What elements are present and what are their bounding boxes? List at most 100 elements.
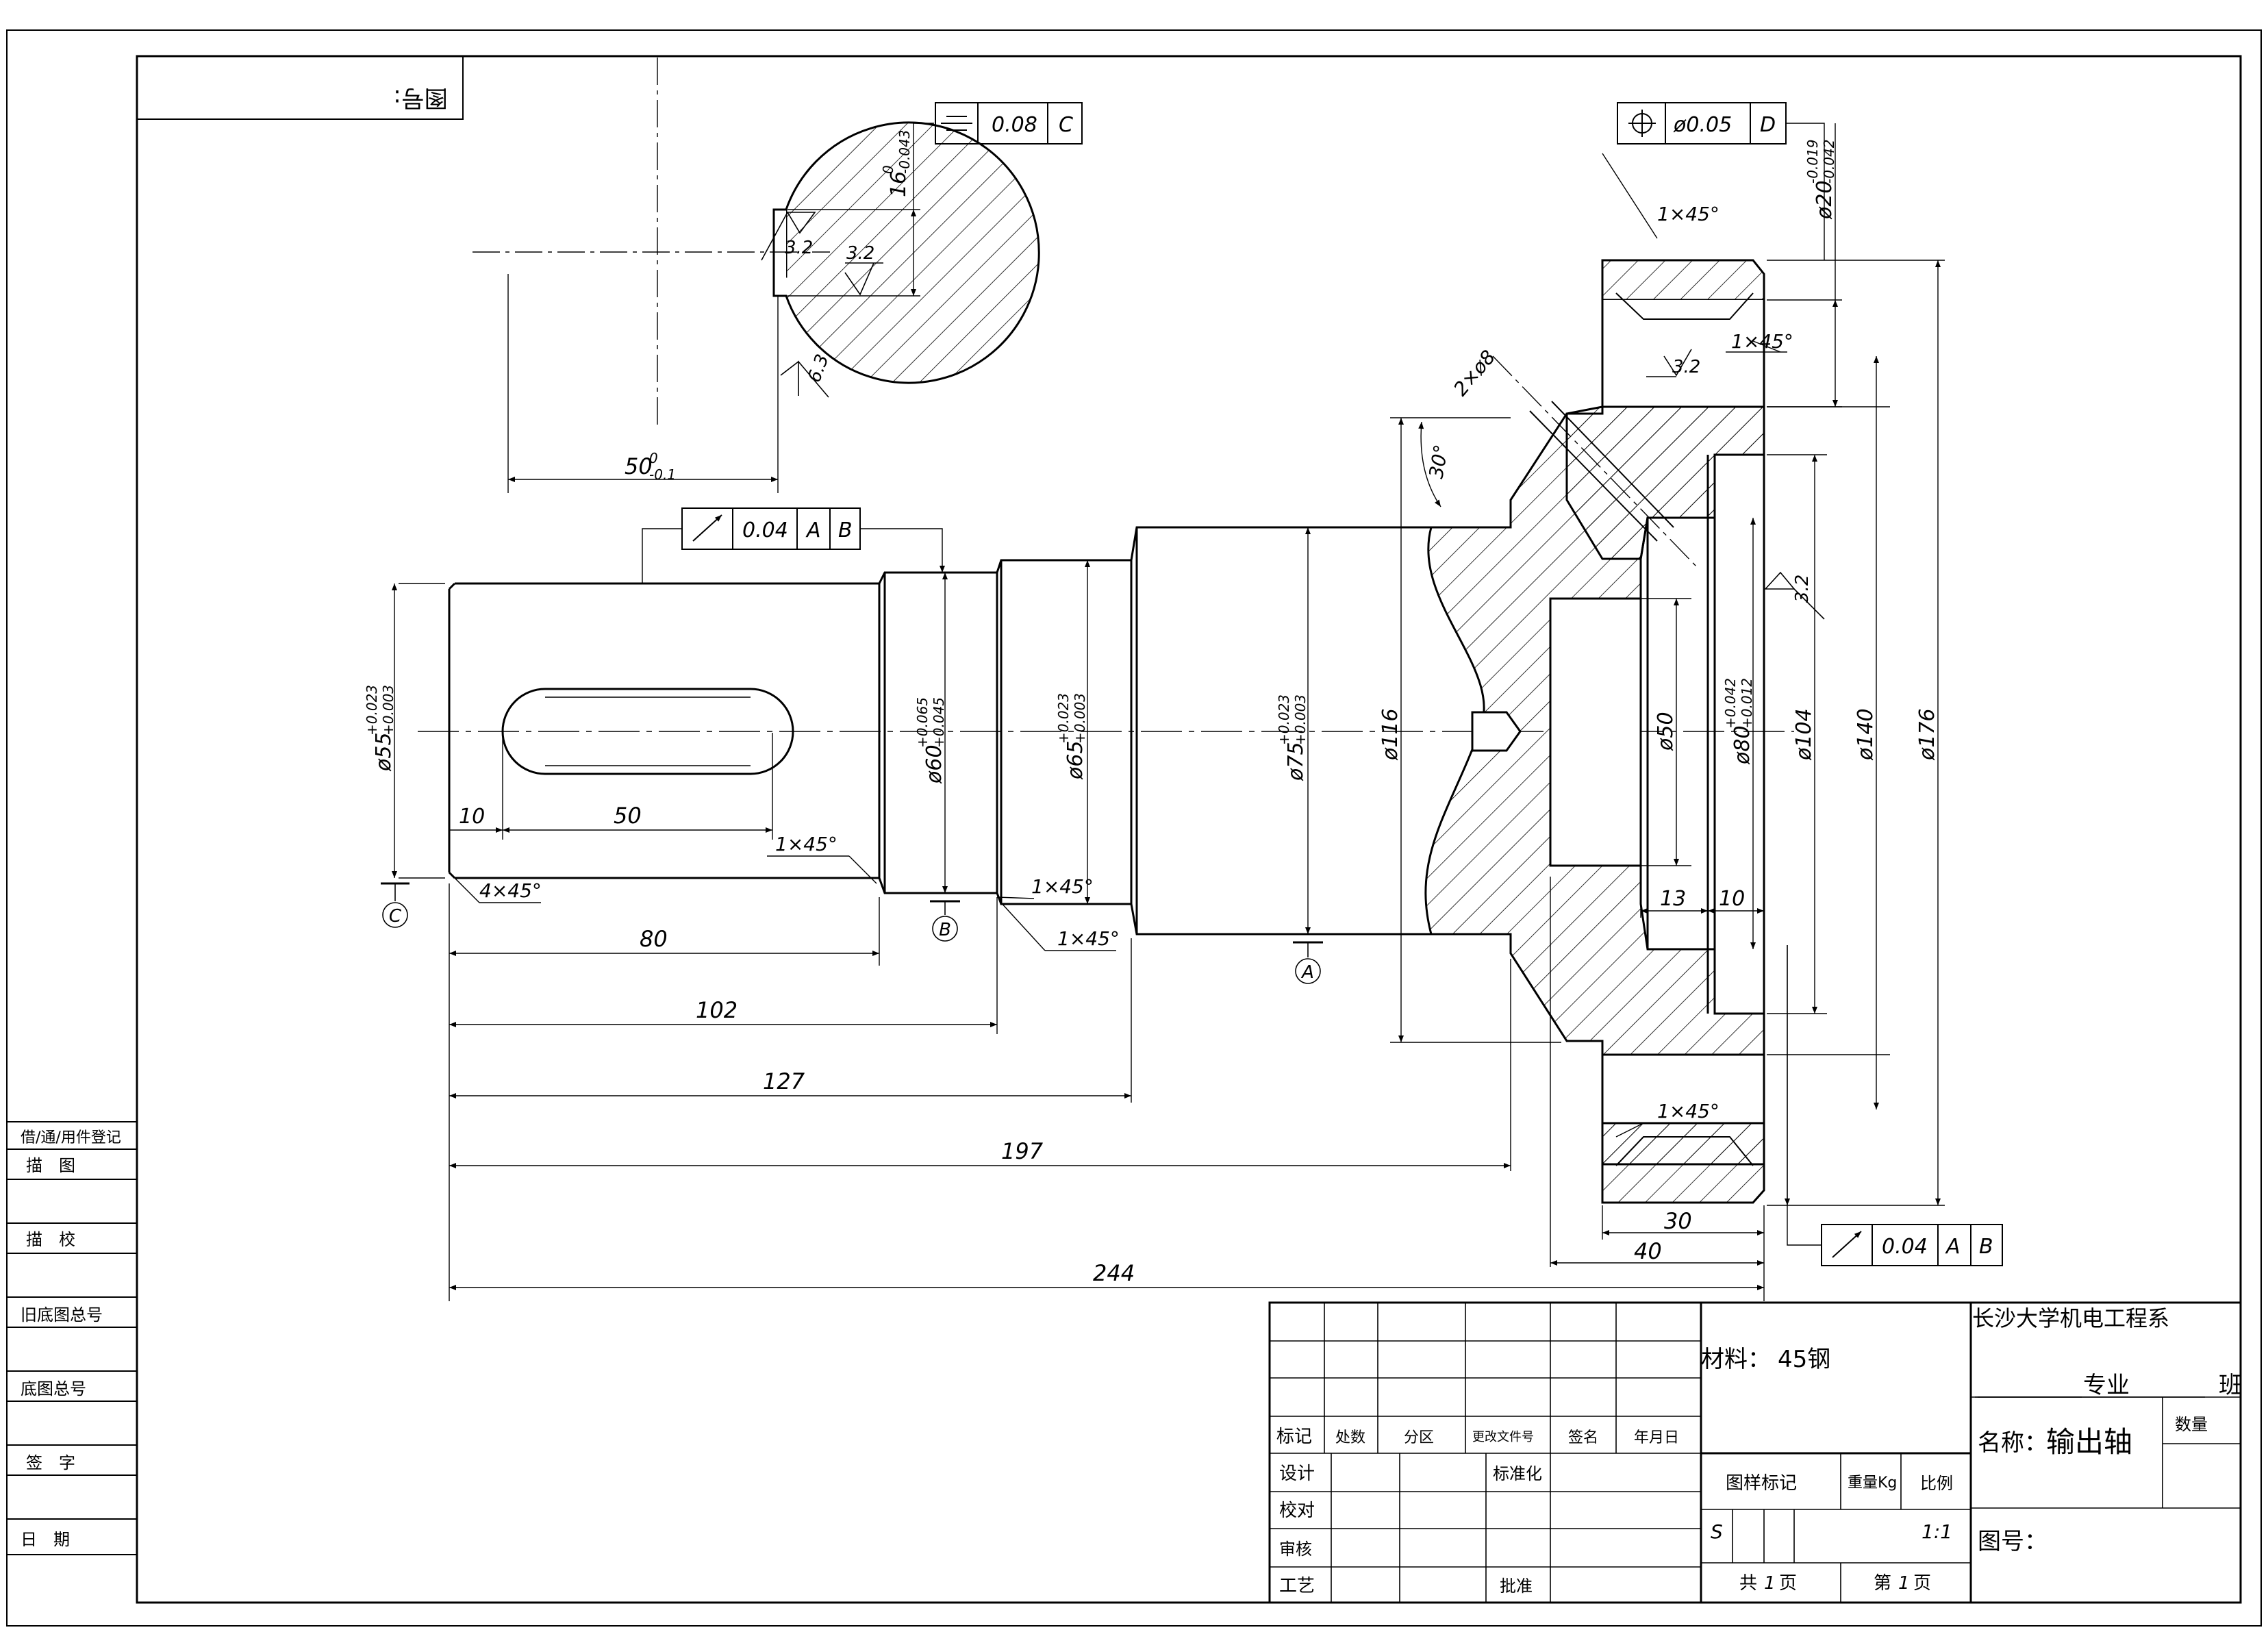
runout-1-value: 0.04 (742, 518, 788, 542)
dim-80: 80 (640, 926, 668, 952)
tb-check: 校对 (1279, 1501, 1315, 1521)
tb-change-doc: 更改文件号 (1472, 1430, 1534, 1444)
shaft-outline (448, 526, 1431, 936)
position-datum: D (1760, 113, 1776, 137)
tb-review: 审核 (1279, 1540, 1312, 1559)
shaft-keyway (501, 688, 794, 775)
strip-trace-check: 描 校 (26, 1230, 75, 1249)
tb-count: 处数 (1335, 1429, 1365, 1446)
name-label: 名称： (1978, 1429, 2048, 1457)
tb-total-post: 页 (1779, 1573, 1797, 1594)
strip-total: 底图总号 (21, 1379, 86, 1398)
tb-page-pre: 第 (1874, 1573, 1891, 1594)
dia-55-tol-l: +0.003 (380, 685, 396, 736)
dia-20-tol-u: -0.019 (1804, 140, 1821, 184)
dia-80-tol-u: +0.042 (1722, 678, 1739, 729)
tb-mark: 标记 (1276, 1427, 1312, 1447)
dim-13: 13 (1660, 887, 1686, 911)
runout-1-d1: A (805, 518, 821, 542)
strip-trace: 描 图 (26, 1156, 75, 1175)
dim-key-width-tol-u: 0 (880, 165, 896, 174)
tb-design: 设计 (1279, 1464, 1315, 1484)
dim-40: 40 (1634, 1238, 1662, 1264)
dia-75: ø75 (1284, 742, 1308, 781)
tb-drawing-mark: 图样标记 (1726, 1473, 1797, 1494)
sym-tol-datum: C (1059, 113, 1073, 137)
chamfer-1x45-b: 1×45° (1031, 875, 1094, 898)
chamfer-1x45-d: 1×45° (1657, 203, 1719, 225)
runout-2-d1: A (1945, 1235, 1961, 1259)
dim-102: 102 (696, 997, 738, 1023)
symmetry-tolerance-frame: 0.08 C (935, 102, 1083, 145)
tb-ratio: 比例 (1920, 1474, 1953, 1493)
chamfer-1x45-f: 1×45° (1657, 1100, 1719, 1122)
tb-ratio-value: 1:1 (1922, 1520, 1952, 1543)
datum-b-label: B (939, 920, 951, 940)
tb-total-pre: 共 (1739, 1573, 1757, 1594)
strip-date: 日 期 (21, 1530, 70, 1549)
horizontal-dimensions (449, 733, 1765, 1301)
datum-a-label: A (1300, 962, 1314, 983)
material-value: 45钢 (1778, 1346, 1830, 1373)
sym-tol-value: 0.08 (992, 113, 1037, 137)
tb-zone: 分区 (1404, 1429, 1434, 1446)
dim-key-width: 16 (887, 171, 911, 197)
chamfer-1x45-c: 1×45° (1057, 927, 1120, 950)
chamfer-4x45: 4×45° (479, 879, 542, 902)
dia-116: ø116 (1378, 708, 1402, 761)
strip-register: 借/通/用件登记 (21, 1129, 121, 1146)
inner-frame (136, 55, 2242, 1604)
runout-1-d2: B (838, 518, 853, 542)
dim-50: 50 (614, 803, 642, 829)
dia-140: ø140 (1854, 708, 1878, 761)
datum-c-label: C (389, 906, 402, 927)
runout-2-d2: B (1979, 1235, 1993, 1259)
tb-page-num: 1 (1898, 1573, 1910, 1594)
rough-hub-b: 3.2 (1792, 575, 1813, 603)
rough-key-side: 3.2 (785, 238, 813, 258)
diameter-dimensions (392, 123, 1945, 1206)
tb-stage-s: S (1711, 1520, 1723, 1543)
left-strip (7, 1121, 137, 1555)
dim-10b: 10 (1719, 887, 1745, 911)
class-label: 班 (2219, 1372, 2242, 1399)
tb-weight: 重量Kg (1848, 1474, 1897, 1492)
dim-key-depth-tol-u: 0 (649, 450, 658, 466)
dia-75-tol-u: +0.023 (1276, 694, 1292, 745)
dia-80-tol-l: +0.012 (1739, 678, 1755, 729)
datum-c: C (381, 882, 410, 928)
dept-name: 长沙大学机电工程系 (1972, 1305, 2169, 1331)
dia-60: ø60 (922, 744, 946, 784)
position-frame: ø0.05 D (1617, 102, 1825, 260)
material-label: 材料： (1701, 1346, 1771, 1373)
dim-127: 127 (763, 1068, 805, 1094)
dim-244: 244 (1093, 1260, 1135, 1286)
position-value: ø0.05 (1673, 113, 1732, 137)
rough-key-bottom: 3.2 (846, 243, 874, 264)
strip-old-total: 旧底图总号 (21, 1305, 103, 1325)
dim-key-depth-tol-l: -0.1 (649, 466, 676, 483)
dia-176: ø176 (1915, 708, 1939, 761)
tb-process: 工艺 (1279, 1576, 1315, 1596)
drawing-number-label: 图号： (1978, 1528, 2048, 1555)
tb-approve: 批准 (1500, 1577, 1533, 1596)
runout-2-value: 0.04 (1882, 1235, 1928, 1259)
dia-65: ø65 (1063, 740, 1087, 780)
tb-signature: 签名 (1568, 1429, 1598, 1446)
tb-standardize: 标准化 (1493, 1464, 1542, 1483)
strip-sign: 签 字 (26, 1453, 75, 1472)
dia-65-tol-l: +0.003 (1072, 693, 1088, 744)
tb-total-num: 1 (1764, 1573, 1776, 1594)
dia-80: ø80 (1730, 725, 1754, 765)
flange-lower (1601, 1122, 1765, 1204)
rough-hub-a: 3.2 (1672, 357, 1700, 377)
datum-b: B (930, 900, 960, 942)
runout-frame-top: 0.04 A B (642, 507, 945, 583)
dia-50: ø50 (1654, 712, 1678, 751)
dim-30: 30 (1664, 1208, 1692, 1234)
angle-30: 30° (1424, 443, 1452, 481)
holes-2x8: 2×ø8 (1449, 346, 1500, 401)
shaft-main-view (418, 259, 1794, 1204)
dia-104: ø104 (1792, 708, 1816, 761)
quantity-label: 数量 (2175, 1415, 2208, 1434)
